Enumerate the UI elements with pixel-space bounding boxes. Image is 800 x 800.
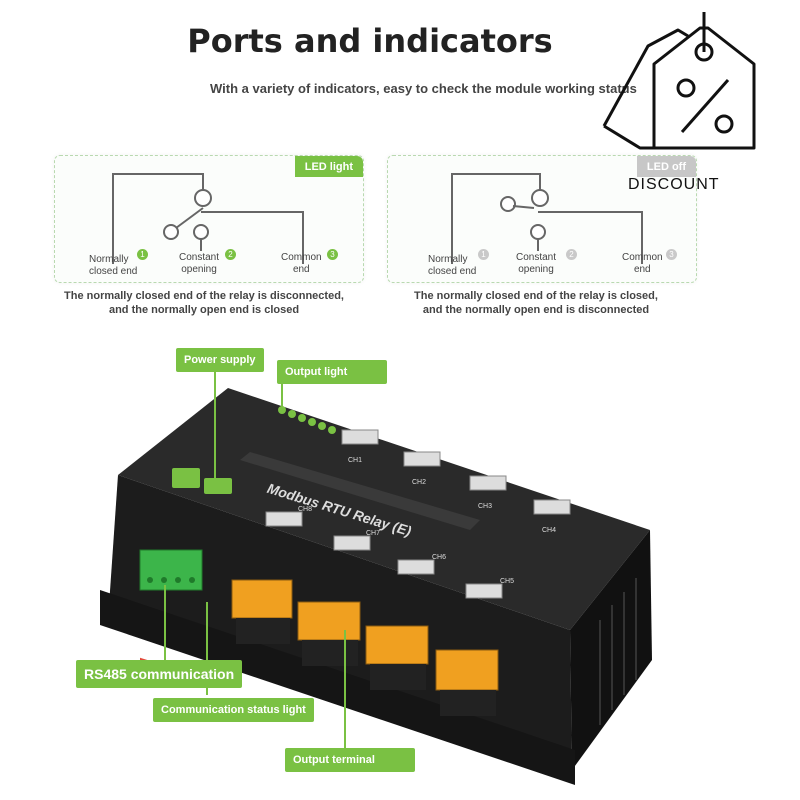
channel-label-ch2: CH2 bbox=[412, 479, 427, 486]
panel-1-caption: The normally closed end of the relay is … bbox=[64, 290, 344, 316]
channel-label-ch3: CH3 bbox=[478, 503, 493, 510]
badge-2: 2 bbox=[566, 249, 577, 260]
led-on-tag: LED light bbox=[294, 156, 363, 177]
relay-diagram-open bbox=[451, 173, 643, 264]
panel-2-caption: The normally closed end of the relay is … bbox=[414, 290, 658, 316]
led-off-tag: LED off bbox=[636, 156, 696, 177]
badge-1: 1 bbox=[478, 249, 489, 260]
channel-label-ch4: CH4 bbox=[542, 527, 557, 534]
callout-communication-status: Communication status light bbox=[153, 698, 314, 722]
channel-label-ch7: CH7 bbox=[366, 530, 381, 537]
callout-rs485: RS485 communication bbox=[76, 660, 243, 688]
badge-2: 2 bbox=[225, 249, 236, 260]
channel-label-ch8: CH8 bbox=[298, 506, 313, 513]
channel-label-ch1: CH1 bbox=[348, 457, 363, 464]
badge-1: 1 bbox=[137, 249, 148, 260]
price-tag-percent-icon bbox=[602, 12, 756, 150]
channel-label-ch5: CH5 bbox=[500, 578, 515, 585]
badge-3: 3 bbox=[666, 249, 677, 260]
relay-module-device bbox=[100, 370, 652, 785]
page-subtitle: With a variety of indicators, easy to ch… bbox=[210, 81, 637, 96]
callout-output-light: Output light bbox=[277, 360, 388, 384]
callout-output-terminal: Output terminal bbox=[285, 748, 415, 772]
relay-diagram-closed bbox=[112, 173, 304, 264]
badge-3: 3 bbox=[327, 249, 338, 260]
channel-label-ch6: CH6 bbox=[432, 554, 447, 561]
callout-power-supply: Power supply bbox=[176, 348, 264, 372]
page-title: Ports and indicators bbox=[187, 22, 553, 60]
discount-label: DISCOUNT bbox=[628, 176, 720, 193]
